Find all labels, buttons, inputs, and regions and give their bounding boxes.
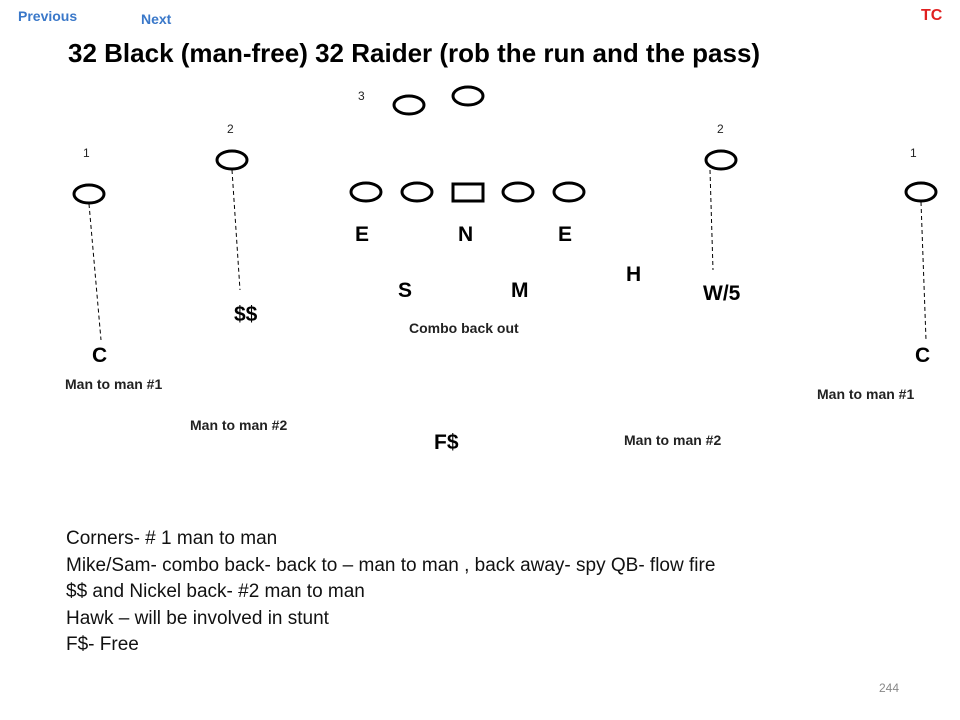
right-corner-note: Man to man #1 bbox=[817, 386, 915, 402]
coverage-line bbox=[709, 169, 714, 271]
next-link[interactable]: Next bbox=[141, 11, 172, 27]
offensive-lineman bbox=[552, 181, 586, 203]
offensive-lineman bbox=[501, 181, 535, 203]
center-square bbox=[451, 182, 485, 203]
offensive-lineman bbox=[349, 181, 383, 203]
receiver-number: 1 bbox=[83, 146, 90, 160]
offensive-player-receiver bbox=[704, 149, 738, 171]
offensive-player-receiver bbox=[72, 183, 106, 205]
left-nickel-note: Man to man #2 bbox=[190, 417, 288, 433]
defender-mike: M bbox=[511, 279, 529, 302]
assignment-line: $$ and Nickel back- #2 man to man bbox=[66, 581, 365, 602]
offensive-player-receiver bbox=[904, 181, 938, 203]
offensive-player-back bbox=[451, 85, 485, 107]
defender-free-safety: F$ bbox=[434, 431, 459, 454]
defender-sam: S bbox=[398, 279, 413, 302]
right-nickel-note: Man to man #2 bbox=[624, 432, 722, 448]
defender-nose: N bbox=[458, 223, 474, 246]
assignment-line: Hawk – will be involved in stunt bbox=[66, 607, 329, 629]
defender-end-right: E bbox=[558, 223, 573, 246]
offensive-player-back bbox=[392, 94, 426, 116]
defender-end-left: E bbox=[355, 223, 370, 246]
tc-link[interactable]: TC bbox=[921, 7, 943, 24]
defender-corner-left: C bbox=[92, 344, 108, 367]
receiver-number: 1 bbox=[910, 146, 917, 160]
assignment-notes: Corners- # 1 man to man Mike/Sam- combo … bbox=[66, 526, 715, 659]
assignment-line: F$- Free bbox=[66, 634, 139, 655]
receiver-number: 2 bbox=[227, 122, 234, 136]
defender-corner-right: C bbox=[915, 344, 931, 367]
defender-will: W/5 bbox=[703, 282, 741, 305]
defender-hawk: H bbox=[626, 263, 642, 286]
previous-link[interactable]: Previous bbox=[18, 8, 78, 24]
offensive-lineman bbox=[400, 181, 434, 203]
offensive-player-receiver bbox=[215, 149, 249, 171]
coverage-line bbox=[231, 169, 241, 291]
receiver-number: 3 bbox=[358, 89, 365, 103]
coverage-line bbox=[88, 203, 102, 341]
receiver-number: 2 bbox=[717, 122, 724, 136]
coverage-line bbox=[920, 201, 927, 341]
assignment-line: Mike/Sam- combo back- back to – man to m… bbox=[66, 554, 716, 576]
left-corner-note: Man to man #1 bbox=[65, 376, 163, 392]
assignment-line: Corners- # 1 man to man bbox=[66, 528, 278, 549]
defender-strong-safety: $$ bbox=[234, 303, 258, 326]
page-title: 32 Black (man-free) 32 Raider (rob the r… bbox=[68, 38, 761, 68]
page-number: 244 bbox=[879, 681, 900, 695]
combo-note: Combo back out bbox=[409, 320, 519, 336]
